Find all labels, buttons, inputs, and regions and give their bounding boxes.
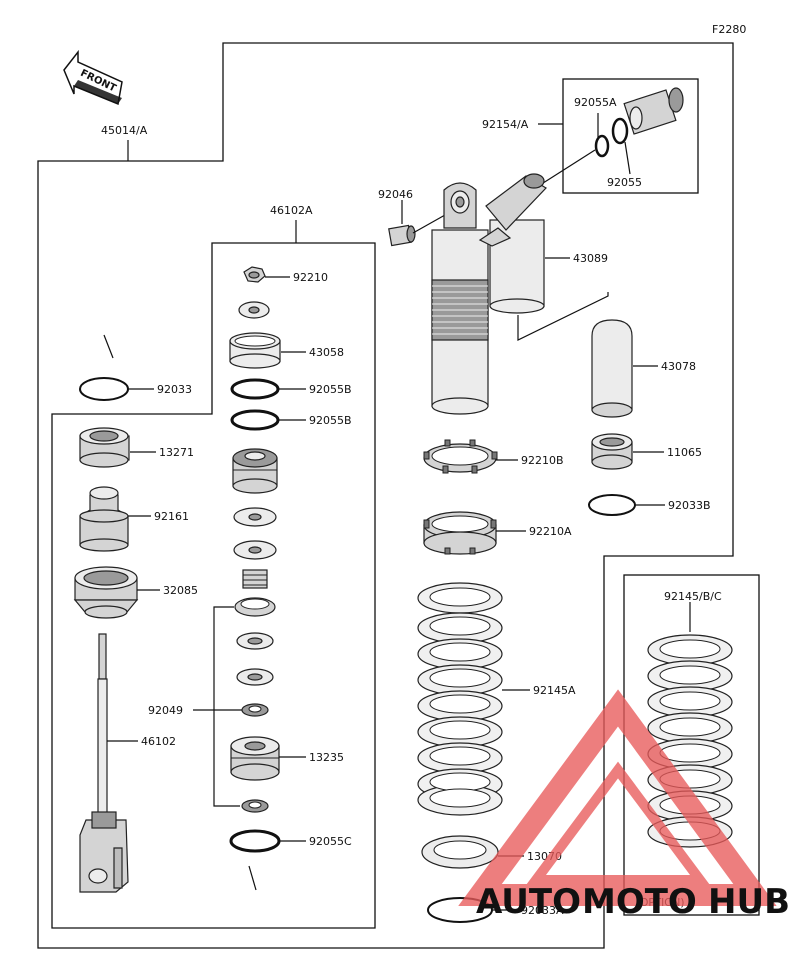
- figure-code: F2280: [712, 23, 746, 36]
- automotohub-watermark-logo: [458, 689, 777, 906]
- lock-nut-92210b: 92210B: [423, 439, 564, 474]
- option-outline: [623, 574, 760, 916]
- svg-text:MOTO: MOTO: [582, 882, 697, 922]
- label-92210B: 92210B: [521, 454, 564, 467]
- cap-13271: 13271: [79, 427, 194, 468]
- hose-fitting-92154a: 92055A 92055 92154/A: [482, 87, 684, 189]
- small-spring: [242, 569, 268, 589]
- shock-body-43089: 43089: [431, 173, 608, 415]
- bushing-92046: 92046: [378, 188, 446, 247]
- automotohub-watermark-text: AUTO MOTO HUB: [476, 882, 790, 922]
- snap-ring-92033b: 92033B: [588, 494, 711, 516]
- hose-fitting-box: [562, 78, 699, 194]
- washer-small: [238, 301, 270, 319]
- label-92055C: 92055C: [309, 835, 352, 848]
- snap-ring-92033a: 92033A: [427, 897, 564, 923]
- label-46102: 46102: [141, 735, 176, 748]
- bottom-washer: [241, 799, 269, 813]
- label-92210: 92210: [293, 271, 328, 284]
- label-13235: 13235: [309, 751, 344, 764]
- svg-text:HUB: HUB: [708, 882, 790, 922]
- label-92210A: 92210A: [529, 525, 572, 538]
- snap-ring-92033: 92033: [79, 334, 192, 401]
- shim-washer-1: [233, 507, 277, 527]
- guide-32085: 32085: [73, 566, 198, 619]
- label-92033A: 92033A: [521, 904, 564, 917]
- label-92055B-2: 92055B: [309, 414, 352, 427]
- nut-92210: 92210: [243, 266, 328, 284]
- label-92161: 92161: [154, 510, 189, 523]
- piston-rod-46102: 46102: [79, 633, 176, 893]
- seal-head: [232, 448, 278, 494]
- collar-43058: 43058: [229, 332, 344, 369]
- label-43089: 43089: [573, 252, 608, 265]
- label-92046: 92046: [378, 188, 413, 201]
- label-92033: 92033: [157, 383, 192, 396]
- label-92145BC: 92145/B/C: [664, 590, 722, 603]
- label-92145A: 92145A: [533, 684, 576, 697]
- o-ring-92055c: 92055C: [229, 829, 352, 891]
- sub-assembly-outline: [51, 242, 376, 929]
- piston-13235: 13235: [230, 736, 344, 781]
- label-92055: 92055: [607, 176, 642, 189]
- reservoir-cap-11065: 11065: [591, 433, 702, 470]
- label-92055A: 92055A: [574, 96, 617, 109]
- label-13271: 13271: [159, 446, 194, 459]
- label-92055B-1: 92055B: [309, 383, 352, 396]
- label-11065: 11065: [667, 446, 702, 459]
- adjuster-nut-92210a: 92210A: [423, 511, 572, 555]
- label-43058: 43058: [309, 346, 344, 359]
- bump-stop-92161: 92161: [79, 486, 189, 552]
- o-ring-92055b-lower: 92055B: [230, 409, 352, 431]
- reservoir-43078: 43078: [517, 292, 696, 418]
- piston-stack: 92049: [148, 597, 276, 807]
- label-32085: 32085: [163, 584, 198, 597]
- label-43078: 43078: [661, 360, 696, 373]
- label-46102A: 46102A: [270, 204, 313, 217]
- label-92033B: 92033B: [668, 499, 711, 512]
- assembly-outline: [37, 42, 734, 949]
- o-ring-92055b-upper: 92055B: [230, 378, 352, 400]
- main-spring-inner: [429, 587, 491, 808]
- label-92154A: 92154/A: [482, 118, 529, 131]
- label-92049: 92049: [148, 704, 183, 717]
- front-arrow-icon: FRONT: [63, 49, 123, 106]
- label-45014A: 45014/A: [101, 124, 148, 137]
- svg-text:AUTO: AUTO: [476, 882, 581, 922]
- shim-washer-2: [233, 540, 277, 560]
